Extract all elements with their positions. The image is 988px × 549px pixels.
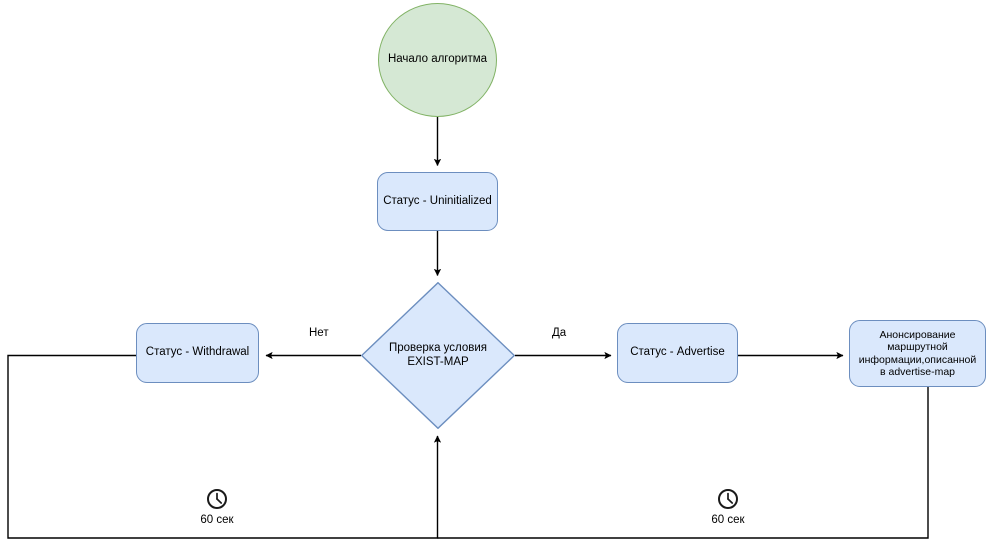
node-start-label: Начало алгоритма [387, 53, 488, 66]
node-status-advertise[interactable]: Статус - Advertise [617, 323, 738, 383]
node-start[interactable]: Начало алгоритма [378, 3, 497, 117]
edge-label-no: Нет [309, 327, 329, 339]
clock-icon [206, 488, 228, 510]
node-status-withdrawal[interactable]: Статус - Withdrawal [136, 323, 259, 383]
clock-icon [717, 488, 739, 510]
node-status-withdrawal-label: Статус - Withdrawal [145, 346, 250, 359]
timer-label: 60 сек [200, 514, 234, 526]
node-announce-route-info-label: Анонсирование маршрутной информации,опис… [858, 328, 977, 378]
node-decision-label: Проверка условия EXIST-MAP [388, 341, 488, 368]
timer-annotation-left: 60 сек [183, 488, 251, 526]
node-status-advertise-label: Статус - Advertise [630, 346, 725, 359]
timer-label: 60 сек [711, 514, 745, 526]
edge-withdrawal-loop-to-decision [7, 354, 442, 539]
timer-annotation-right: 60 сек [694, 488, 762, 526]
node-status-uninitialized[interactable]: Статус - Uninitialized [377, 172, 498, 231]
edge-label-yes: Да [552, 327, 567, 339]
diamond-shape [361, 282, 515, 429]
node-status-uninitialized-label: Статус - Uninitialized [383, 194, 492, 207]
edge-announce-loop-to-decision [437, 387, 929, 539]
node-announce-route-info[interactable]: Анонсирование маршрутной информации,опис… [849, 320, 986, 387]
node-decision-exist-map[interactable]: Проверка условия EXIST-MAP [361, 282, 515, 429]
